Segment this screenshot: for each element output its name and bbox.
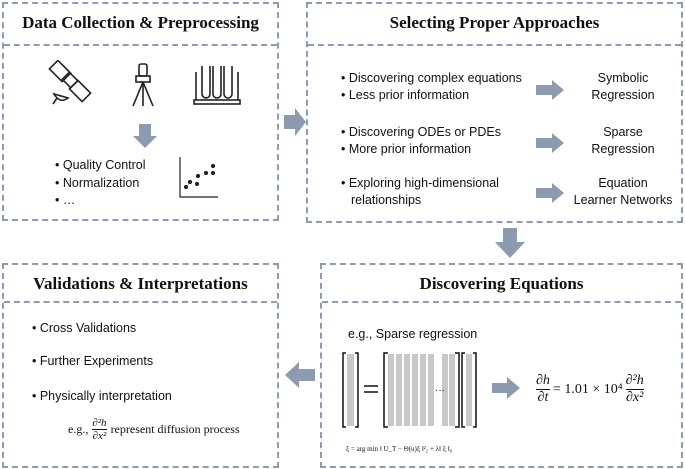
equation-coefficient: = 1.01 × 10⁴ (552, 381, 623, 397)
sparse-regression-matrix: ··· (342, 352, 477, 428)
example-label: e.g., Sparse regression (348, 327, 478, 341)
discovered-equation: ∂h∂t = 1.01 × 10⁴ ∂²h∂x² (536, 373, 644, 405)
example-prefix: e.g., (68, 422, 89, 436)
method-label: Symbolic (597, 71, 649, 85)
discovering-panel: Discovering Equations e.g., Sparse regre… (320, 263, 683, 468)
divider (322, 301, 681, 303)
list-item: • Further Experiments (32, 354, 154, 368)
svg-text:···: ··· (435, 385, 445, 396)
example-suffix: represent diffusion process (110, 422, 240, 436)
method-label: Equation (598, 176, 648, 190)
divider (4, 44, 277, 46)
list-item: • Normalization (55, 176, 140, 190)
surveying-tripod-icon (132, 63, 154, 107)
divider (4, 301, 277, 303)
validation-panel: Validations & Interpretations • Cross Va… (2, 263, 279, 468)
right-arrow-icon (284, 108, 306, 136)
test-tubes-icon (193, 66, 241, 105)
method-label: Regression (591, 142, 655, 156)
panel-title: Validations & Interpretations (33, 274, 248, 293)
panel-title: Selecting Proper Approaches (389, 13, 600, 32)
list-item: • Physically interpretation (32, 389, 172, 403)
panel-title: Discovering Equations (419, 274, 584, 293)
method-label: Learner Networks (573, 193, 673, 207)
method-label: Regression (591, 88, 655, 102)
list-item: • Quality Control (55, 158, 146, 172)
right-arrow-icon (536, 80, 564, 100)
derivative-fraction: ∂²h∂x² (92, 417, 107, 442)
objective-formula: ξ = arg min ‖ U_T − Θ(u)ξ ‖²₂ + λ‖ ξ ‖₀ (346, 445, 453, 453)
down-arrow-icon (133, 124, 157, 148)
satellite-icon (48, 60, 92, 105)
right-arrow-icon (536, 183, 564, 203)
left-arrow-icon (285, 362, 315, 388)
bullet: relationships (351, 193, 422, 207)
divider (308, 44, 681, 46)
data-collection-panel: Data Collection & Preprocessing • Qualit… (2, 2, 279, 221)
scatter-plot-icon (179, 157, 218, 198)
right-arrow-icon (536, 133, 564, 153)
bullet: • Less prior information (341, 88, 470, 102)
method-label: Sparse (603, 125, 643, 139)
right-arrow-icon (492, 377, 520, 399)
list-item: • … (55, 193, 76, 207)
panel-title: Data Collection & Preprocessing (22, 13, 259, 32)
bullet: • Exploring high-dimensional (341, 176, 499, 190)
example-line: e.g., ∂²h∂x² represent diffusion process (68, 417, 240, 442)
approaches-panel: Selecting Proper Approaches • Discoverin… (306, 2, 683, 223)
bullet: • More prior information (341, 142, 472, 156)
bullet: • Discovering ODEs or PDEs (341, 125, 501, 139)
bullet: • Discovering complex equations (341, 71, 522, 85)
down-arrow-icon (495, 228, 525, 258)
list-item: • Cross Validations (32, 321, 137, 335)
